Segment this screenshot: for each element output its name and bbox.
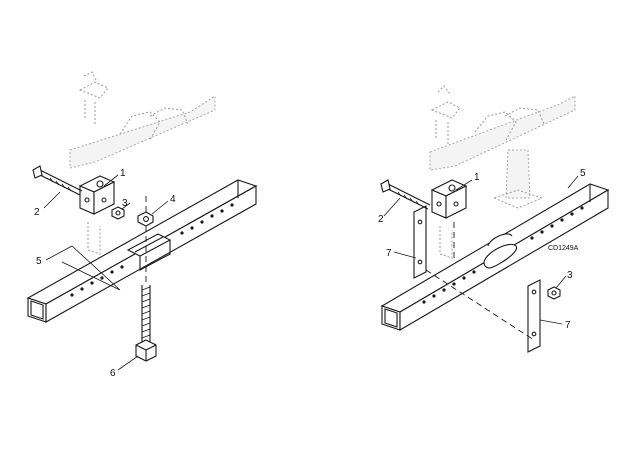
right-bracket xyxy=(430,179,468,219)
right-callout-7-lower: 7 xyxy=(565,320,571,331)
right-assembly: 1 2 5 7 3 7 CD1249A xyxy=(378,85,610,353)
left-callout-2: 2 xyxy=(34,207,40,218)
right-alignment-line xyxy=(425,269,535,341)
left-ghost-pin xyxy=(87,222,101,255)
right-callout-7-upper: 7 xyxy=(386,248,392,259)
left-callout-6: 6 xyxy=(110,368,116,379)
left-bolt xyxy=(32,165,83,196)
right-callout-2: 2 xyxy=(378,214,384,225)
left-callout-1: 1 xyxy=(120,168,126,179)
right-ghost-drawbar xyxy=(429,85,576,209)
right-callout-5: 5 xyxy=(580,168,586,179)
left-nut-4 xyxy=(137,196,154,227)
left-assembly: 1 2 3 4 5 6 xyxy=(26,71,258,379)
left-nut xyxy=(111,206,125,220)
right-drawbar xyxy=(380,183,610,331)
left-hitch-pin xyxy=(135,285,157,362)
right-plate-7-upper xyxy=(413,205,427,279)
left-callout-3: 3 xyxy=(122,198,128,209)
right-bolt xyxy=(380,179,431,210)
right-callout-3: 3 xyxy=(567,270,573,281)
figure-code: CD1249A xyxy=(548,245,579,252)
left-ghost-drawbar xyxy=(69,71,216,169)
left-callout-4: 4 xyxy=(170,194,176,205)
right-ghost-pin xyxy=(439,226,453,259)
left-bracket xyxy=(78,175,116,215)
right-plate-7-lower xyxy=(527,279,541,353)
right-callout-1: 1 xyxy=(474,172,480,183)
right-nut xyxy=(547,286,561,300)
left-callout-5: 5 xyxy=(36,256,42,267)
